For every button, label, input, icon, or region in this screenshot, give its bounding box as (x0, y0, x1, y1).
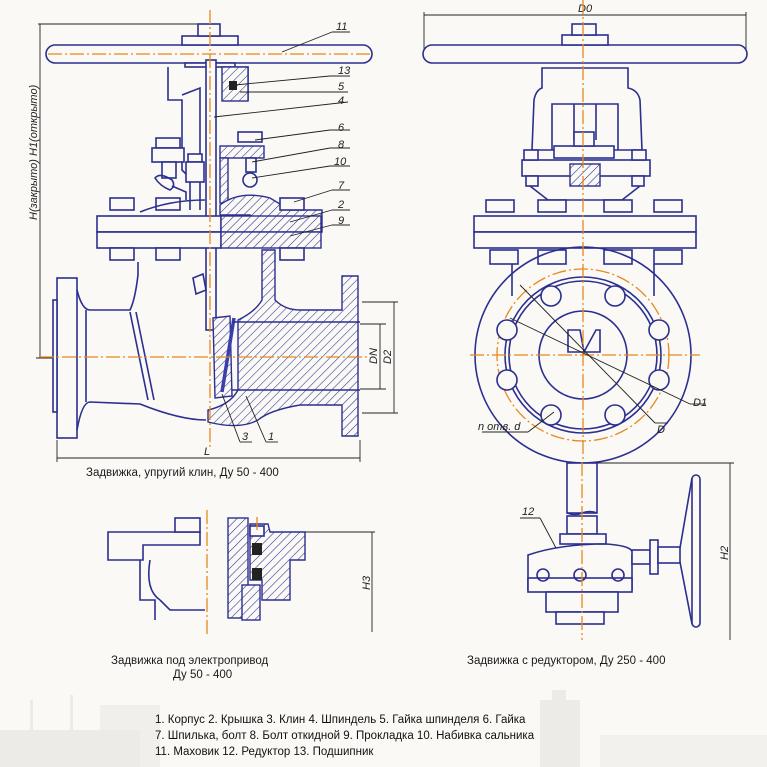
callout-12: 12 (522, 506, 534, 518)
caption-main-view: Задвижка, упругий клин, Ду 50 - 400 (86, 467, 279, 479)
callout-11: 11 (336, 21, 347, 33)
callout-10: 10 (334, 156, 347, 168)
height-dimension-label: H(закрыто) H1(открыто) (28, 84, 40, 220)
d1-dimension-label: D1 (693, 397, 707, 409)
callout-4: 4 (338, 95, 344, 107)
callout-6: 6 (338, 122, 345, 134)
callout-8: 8 (338, 139, 345, 151)
d-dimension-label: D (657, 424, 665, 436)
inlet-flange (56, 277, 78, 439)
callout-9: 9 (338, 215, 344, 227)
front-view: D0 (422, 0, 748, 470)
callout-2: 2 (337, 199, 344, 211)
handwheel-front (422, 44, 748, 64)
d0-dimension-label: D0 (578, 3, 593, 15)
bolt-holes-label: n отв. d (478, 421, 521, 433)
dn-dimension-label: DN (368, 348, 380, 364)
callout-5: 5 (338, 81, 345, 93)
caption-gearbox-view: Задвижка с редуктором, Ду 250 - 400 (467, 655, 666, 667)
bolt-holes (496, 285, 670, 426)
parts-legend: 1. Корпус 2. Крышка 3. Клин 4. Шпиндель … (155, 712, 534, 760)
legend-line: 11. Маховик 12. Редуктор 13. Подшипник (155, 746, 374, 758)
main-section-view: H(закрыто) H1(открыто) (28, 10, 398, 462)
legend-line: 1. Корпус 2. Крышка 3. Клин 4. Шпиндель … (155, 714, 526, 726)
callout-3: 3 (242, 431, 249, 443)
length-dimension-label: L (204, 446, 210, 458)
callout-leaders (213, 31, 350, 443)
callout-13: 13 (338, 65, 351, 77)
h2-dimension-label: H2 (719, 546, 731, 560)
callout-7: 7 (338, 180, 345, 192)
callout-1: 1 (268, 431, 274, 443)
gearbox-view: H2 12 (520, 462, 734, 640)
gearbox-handwheel (691, 474, 701, 628)
caption-electric-drive-line2: Ду 50 - 400 (173, 669, 233, 681)
background-watermark (0, 690, 767, 767)
legend-line: 7. Шпилька, болт 8. Болт откидной 9. Про… (155, 730, 535, 742)
gland-packing (219, 157, 229, 204)
caption-electric-drive-line1: Задвижка под электропривод (111, 655, 269, 667)
h3-dimension-label: H3 (361, 575, 373, 590)
electric-drive-view: H3 (107, 510, 375, 634)
spindle (205, 59, 217, 331)
d2-dimension-label: D2 (382, 350, 394, 364)
